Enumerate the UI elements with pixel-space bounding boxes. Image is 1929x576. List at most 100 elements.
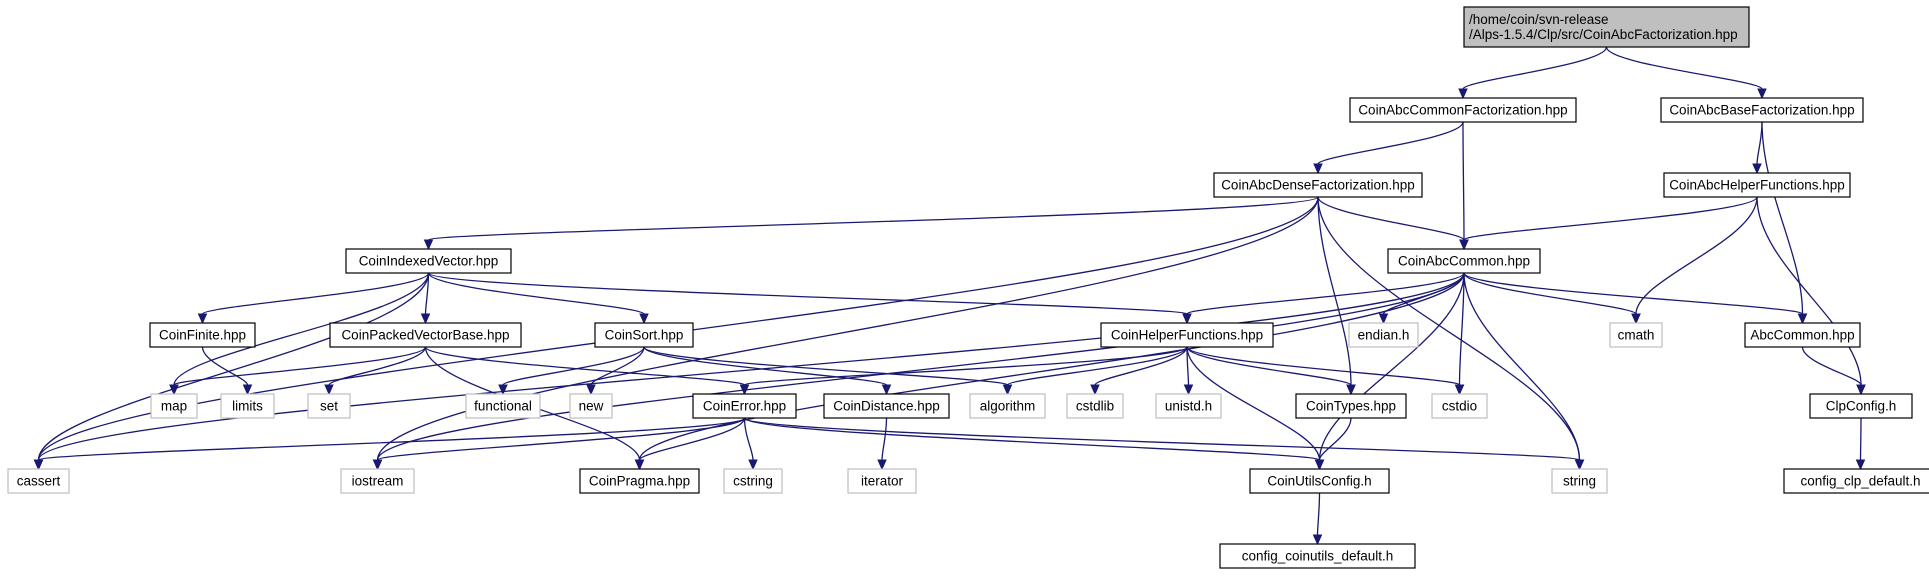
node-label-coin-finite: CoinFinite.hpp [159,328,246,343]
edge-coin-abc-common-to-coin-pragma [638,272,1465,461]
arrowhead-coin-helper-functions-to-algorithm [1002,384,1013,396]
node-box-coin-utils-config [1249,468,1390,494]
node-box-cstdlib [1066,393,1124,419]
node-label-coin-pragma: CoinPragma.hpp [589,474,690,489]
arrowhead-coin-abc-dense-factorization-to-coin-indexed-vector [423,239,434,251]
edge-coin-sort-to-new [590,346,645,386]
node-coin-indexed-vector[interactable]: CoinIndexedVector.hpp [345,248,512,274]
node-config-clp-default[interactable]: config_clp_default.h [1783,468,1929,494]
node-box-coin-indexed-vector [345,248,512,274]
node-box-coin-finite [149,322,256,348]
node-label-coin-distance: CoinDistance.hpp [833,399,940,414]
arrowhead-root-to-coin-abc-base-factorization [1757,88,1767,100]
node-box-iostream [340,468,415,494]
node-new: new [569,393,613,419]
edge-coin-error-to-cassert [37,417,746,461]
node-label-functional: functional [474,399,532,414]
node-label-cstring: cstring [733,474,773,489]
node-coin-helper-functions[interactable]: CoinHelperFunctions.hpp [1100,322,1274,348]
arrowhead-coin-packed-vector-base-to-set [324,384,334,396]
node-box-coin-types [1295,393,1407,419]
node-box-coin-packed-vector-base [329,322,522,348]
file-nodes: /home/coin/svn-release/Alps-1.5.4/Clp/sr… [7,6,1929,569]
node-coin-abc-common-factorization[interactable]: CoinAbcCommonFactorization.hpp [1349,97,1577,123]
node-cassert: cassert [7,468,70,494]
node-label-cmath: cmath [1618,328,1655,343]
edge-coin-utils-config-to-config-coinutils-default [1316,492,1321,536]
node-label-new: new [579,399,604,414]
node-box-unistd [1155,393,1222,419]
edge-coin-packed-vector-base-to-coin-error [424,346,746,386]
edge-coin-abc-common-to-coin-helper-functions [1186,272,1465,315]
node-root[interactable]: /home/coin/svn-release/Alps-1.5.4/Clp/sr… [1463,6,1750,48]
node-cstring: cstring [723,468,783,494]
arrowhead-coin-abc-base-factorization-to-coin-abc-helper-functions [1752,163,1762,175]
arrowhead-coin-helper-functions-to-unistd [1183,384,1194,396]
edge-coin-indexed-vector-to-coin-finite [201,272,430,315]
arrowhead-clp-config-to-config-clp-default [1855,459,1866,471]
node-coin-sort[interactable]: CoinSort.hpp [594,322,694,348]
node-coin-abc-helper-functions[interactable]: CoinAbcHelperFunctions.hpp [1663,172,1851,198]
arrowhead-coin-distance-to-iterator [877,459,887,471]
node-box-limits [220,393,275,419]
node-abc-common[interactable]: AbcCommon.hpp [1744,322,1861,348]
node-label-config-clp-default: config_clp_default.h [1800,474,1920,489]
node-coin-packed-vector-base[interactable]: CoinPackedVectorBase.hpp [329,322,522,348]
node-label-root-line-1: /home/coin/svn-release [1469,12,1609,27]
arrowhead-coin-abc-common-to-endian [1378,313,1389,325]
node-coin-abc-dense-factorization[interactable]: CoinAbcDenseFactorization.hpp [1213,172,1423,198]
node-box-set [307,393,351,419]
edge-coin-indexed-vector-to-coin-sort [427,272,645,315]
arrowhead-coin-error-to-coin-pragma [634,459,645,471]
node-cmath: cmath [1609,322,1663,348]
edge-root-to-coin-abc-base-factorization [1605,46,1763,90]
edge-coin-abc-base-factorization-to-abc-common [1761,121,1804,315]
edge-coin-abc-helper-functions-to-cmath [1635,196,1758,315]
edge-coin-types-to-coin-utils-config [1318,417,1352,461]
edge-coin-abc-common-to-cstdio [1458,272,1465,386]
node-box-coin-abc-common-factorization [1349,97,1577,123]
node-coin-types[interactable]: CoinTypes.hpp [1295,393,1407,419]
node-box-config-clp-default [1783,468,1929,494]
arrowhead-coin-abc-common-factorization-to-coin-abc-dense-factorization [1313,163,1323,175]
edge-coin-helper-functions-to-coin-error [743,346,1188,386]
edge-coin-sort-to-algorithm [643,346,1009,386]
arrowhead-coin-error-to-string [1574,459,1585,471]
arrowhead-coin-helper-functions-to-coin-types [1346,384,1356,396]
arrowhead-coin-indexed-vector-to-coin-finite [197,313,208,325]
node-label-clp-config: ClpConfig.h [1826,399,1897,414]
node-box-coin-abc-helper-functions [1663,172,1851,198]
arrowhead-coin-error-to-iostream [372,459,383,471]
node-string: string [1551,468,1608,494]
node-label-config-coinutils-default: config_coinutils_default.h [1242,549,1394,564]
edge-coin-helper-functions-to-cstdio [1186,346,1461,386]
node-box-coin-pragma [579,468,700,494]
arrowhead-coin-sort-to-new [586,384,596,396]
edge-coin-error-to-iostream [376,417,746,461]
edge-abc-common-to-clp-config [1801,346,1862,386]
node-clp-config[interactable]: ClpConfig.h [1809,393,1913,419]
node-coin-utils-config[interactable]: CoinUtilsConfig.h [1249,468,1390,494]
node-coin-abc-common[interactable]: CoinAbcCommon.hpp [1387,248,1541,274]
node-box-coin-distance [823,393,950,419]
node-box-string [1551,468,1608,494]
node-coin-abc-base-factorization[interactable]: CoinAbcBaseFactorization.hpp [1660,97,1864,123]
node-coin-error[interactable]: CoinError.hpp [692,393,797,419]
edge-coin-indexed-vector-to-coin-helper-functions [427,272,1188,315]
edge-coin-abc-dense-factorization-to-coin-indexed-vector [427,196,1319,241]
arrowhead-coin-abc-common-to-abc-common [1797,313,1808,325]
node-coin-distance[interactable]: CoinDistance.hpp [823,393,950,419]
node-box-abc-common [1744,322,1861,348]
edge-coin-abc-common-factorization-to-coin-abc-common [1462,121,1465,241]
edge-coin-abc-common-to-cmath [1463,272,1637,315]
edge-coin-abc-common-to-string [1463,272,1581,461]
node-config-coinutils-default[interactable]: config_coinutils_default.h [1219,543,1416,569]
node-coin-finite[interactable]: CoinFinite.hpp [149,322,256,348]
node-coin-pragma[interactable]: CoinPragma.hpp [579,468,700,494]
node-label-coin-helper-functions: CoinHelperFunctions.hpp [1111,328,1263,343]
edge-coin-error-to-string [743,417,1581,461]
node-box-endian [1348,322,1419,348]
node-label-abc-common: AbcCommon.hpp [1750,328,1854,343]
arrowhead-coin-abc-common-to-coin-helper-functions [1182,313,1192,325]
